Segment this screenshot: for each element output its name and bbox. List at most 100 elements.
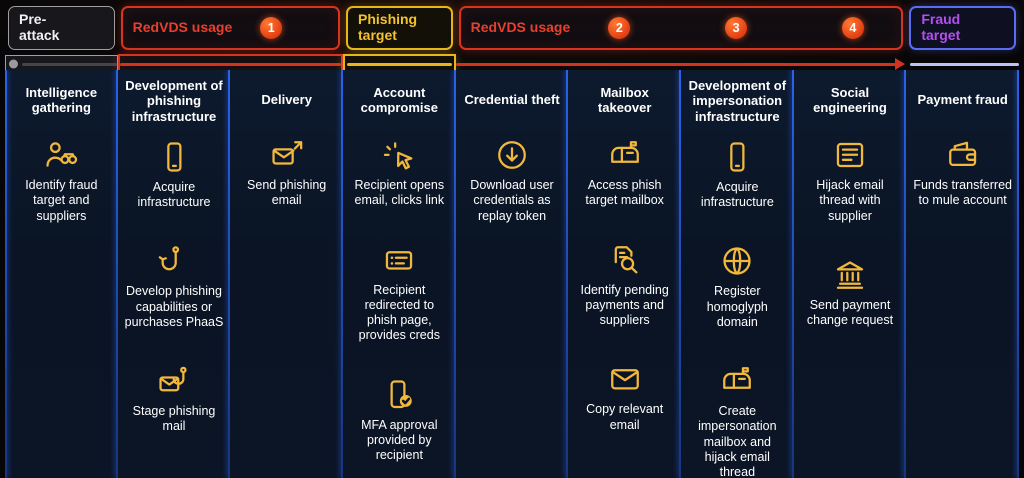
phase-number-badge: 1 bbox=[260, 17, 283, 39]
phase-band: Phishing target bbox=[346, 6, 453, 50]
attack-step-label: Hijack email thread with supplier bbox=[816, 178, 884, 223]
timeline-segment bbox=[906, 56, 1019, 72]
stage-column: Development of phishing infrastructure A… bbox=[117, 70, 231, 478]
attack-step-label: MFA approval provided by recipient bbox=[361, 417, 438, 463]
fishhook-icon bbox=[157, 244, 191, 278]
attack-step-label: Download user credentials as replay toke… bbox=[470, 178, 554, 223]
stage-steps: Download user credentials as replay toke… bbox=[456, 126, 569, 224]
attack-step: Stage phishing mail bbox=[124, 364, 225, 435]
stage-steps: Acquire infrastructure Register homoglyp… bbox=[681, 128, 794, 478]
phone-check-icon bbox=[382, 378, 416, 412]
attack-step-label: Develop phishing capabilities or purchas… bbox=[124, 284, 224, 329]
stage-steps: Funds transferred to mule account bbox=[906, 126, 1019, 209]
phase-bands-row: Pre-attack RedVDS usage 1 Phishing targe… bbox=[0, 0, 1024, 54]
phase-band-label: RedVDS usage bbox=[132, 19, 233, 36]
attack-step-label: Identify pending payments and suppliers bbox=[580, 282, 669, 328]
mail-hook-icon bbox=[157, 364, 191, 398]
attack-step-label: Recipient redirected to phish page, prov… bbox=[358, 282, 440, 343]
stage-columns: Intelligence gathering Identify fraud ta… bbox=[0, 70, 1024, 478]
attack-step: Hijack email thread with supplier bbox=[800, 138, 901, 224]
timeline-line bbox=[22, 62, 117, 66]
stage-column-title: Intelligence gathering bbox=[25, 84, 98, 115]
attack-step: Identify fraud target and suppliers bbox=[11, 138, 112, 224]
timeline-line bbox=[455, 62, 897, 66]
attack-step: Create impersonation mailbox and hijack … bbox=[687, 364, 788, 478]
stage-column-title: Development of impersonation infrastruct… bbox=[688, 78, 787, 124]
stage-column-title: Account compromise bbox=[360, 84, 438, 115]
phase-band-label: Pre-attack bbox=[19, 11, 60, 43]
stage-column: Account compromise Recipient opens email… bbox=[342, 70, 456, 478]
timeline-line bbox=[119, 62, 341, 66]
attack-step-label: Acquire infrastructure bbox=[137, 179, 211, 210]
attack-step: Acquire infrastructure bbox=[124, 140, 225, 211]
stage-column: Credential theft Download user credentia… bbox=[455, 70, 569, 478]
attack-step: Acquire infrastructure bbox=[687, 140, 788, 211]
smartphone-icon bbox=[157, 140, 191, 174]
email-thread-icon bbox=[833, 138, 867, 172]
timeline-line bbox=[910, 62, 1019, 66]
stage-column-title: Development of phishing infrastructure bbox=[125, 78, 223, 124]
stage-column: Intelligence gathering Identify fraud ta… bbox=[5, 70, 118, 478]
attack-step-label: Send payment change request bbox=[806, 297, 894, 327]
attack-step: Recipient redirected to phish page, prov… bbox=[349, 243, 450, 344]
timeline-line bbox=[347, 62, 452, 66]
phase-band: Pre-attack bbox=[8, 6, 115, 50]
phase-band: RedVDS usage 1 bbox=[120, 6, 340, 50]
attack-step: MFA approval provided by recipient bbox=[349, 378, 450, 464]
credential-form-icon bbox=[382, 243, 416, 277]
stage-steps: Recipient opens email, clicks link Recip… bbox=[343, 126, 456, 463]
attack-step: Copy relevant email bbox=[574, 362, 675, 433]
stage-steps: Hijack email thread with supplier Send p… bbox=[794, 126, 907, 328]
attack-step-label: Copy relevant email bbox=[586, 402, 664, 432]
attack-step: Register homoglyph domain bbox=[687, 244, 788, 330]
attack-step-label: Acquire infrastructure bbox=[700, 179, 774, 210]
stage-column: Delivery Send phishing email bbox=[230, 70, 343, 478]
phase-number-badge: 4 bbox=[841, 17, 864, 39]
phase-number-badge: 3 bbox=[725, 17, 748, 39]
stage-steps: Identify fraud target and suppliers bbox=[5, 126, 118, 224]
attack-step: Send phishing email bbox=[236, 138, 337, 209]
send-mail-icon bbox=[270, 138, 304, 172]
smartphone-icon bbox=[720, 140, 754, 174]
mail-icon bbox=[608, 362, 642, 396]
bank-icon bbox=[833, 258, 867, 292]
attack-step-label: Stage phishing mail bbox=[132, 404, 216, 434]
download-circle-icon bbox=[495, 138, 529, 172]
stage-column-title: Credential theft bbox=[464, 92, 560, 108]
phase-band-label: RedVDS usage bbox=[470, 19, 571, 36]
cursor-click-icon bbox=[382, 138, 416, 172]
stage-column-title: Mailbox takeover bbox=[597, 84, 652, 115]
stage-steps: Acquire infrastructure Develop phishing … bbox=[118, 128, 231, 435]
timeline-segment bbox=[455, 56, 907, 72]
attack-step-label: Access phish target mailbox bbox=[585, 178, 664, 208]
attack-step-label: Identify fraud target and suppliers bbox=[25, 178, 98, 223]
attack-step-label: Create impersonation mailbox and hijack … bbox=[698, 404, 777, 478]
phase-band-label: Phishing target bbox=[358, 11, 418, 43]
mailbox-icon bbox=[608, 138, 642, 172]
attack-timeline bbox=[0, 54, 1024, 74]
attack-step: Send payment change request bbox=[800, 258, 901, 329]
attack-step-label: Send phishing email bbox=[247, 178, 327, 208]
document-search-icon bbox=[608, 243, 642, 277]
stage-column: Social engineering Hijack email thread w… bbox=[793, 70, 907, 478]
spy-binoculars-icon bbox=[44, 138, 78, 172]
stage-column: Development of impersonation infrastruct… bbox=[680, 70, 794, 478]
globe-icon bbox=[720, 244, 754, 278]
mailbox-icon bbox=[720, 364, 754, 398]
phase-band: RedVDS usage 2 3 4 bbox=[458, 6, 904, 50]
wallet-icon bbox=[946, 138, 980, 172]
stage-column: Mailbox takeover Access phish target mai… bbox=[568, 70, 681, 478]
attack-step-label: Funds transferred to mule account bbox=[913, 178, 1012, 208]
phase-number-badge: 2 bbox=[608, 17, 631, 39]
phase-band-label: Fraud target bbox=[921, 11, 961, 43]
attack-step: Recipient opens email, clicks link bbox=[349, 138, 450, 209]
stage-column-title: Payment fraud bbox=[917, 92, 1008, 108]
attack-step: Identify pending payments and suppliers bbox=[574, 243, 675, 329]
attack-step: Download user credentials as replay toke… bbox=[462, 138, 563, 224]
stage-steps: Access phish target mailbox Identify pen… bbox=[568, 126, 681, 433]
stage-steps: Send phishing email bbox=[230, 126, 343, 209]
stage-column-title: Delivery bbox=[261, 92, 312, 108]
attack-step: Funds transferred to mule account bbox=[912, 138, 1013, 209]
phase-band: Fraud target bbox=[909, 6, 1016, 50]
